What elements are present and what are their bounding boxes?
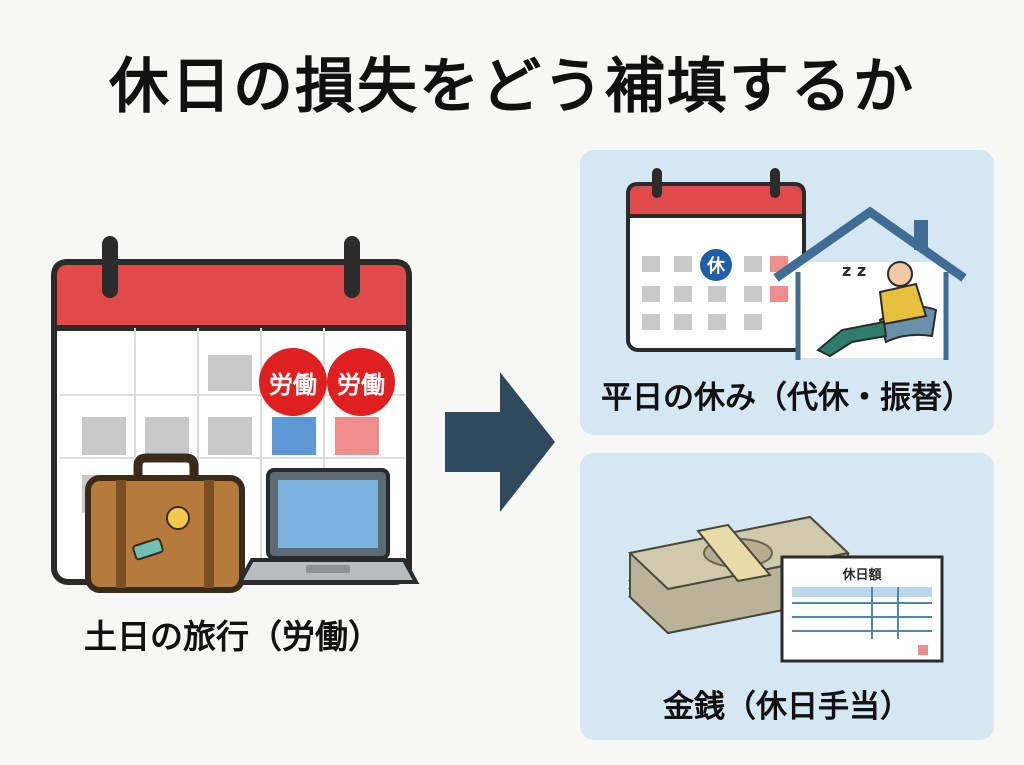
holiday-badge-label: 休 (706, 255, 726, 277)
right-arrow-icon (445, 372, 555, 512)
work-badge-1-label: 労働 (269, 371, 317, 399)
holiday-pay-form-icon: 休日額 (780, 555, 944, 663)
page-title: 休日の損失をどう補填するか (109, 52, 915, 122)
laptop-icon (236, 468, 420, 584)
form-title: 休日額 (841, 567, 881, 583)
holiday-pay-panel: 休日額 金銭（休日手当） (580, 453, 994, 740)
money-form-svg: 休日額 (627, 515, 944, 663)
work-badge-2: 労働 (327, 348, 395, 416)
holiday-badge: 休 (700, 249, 732, 281)
resting-person-icon (816, 261, 938, 358)
suitcase-icon (85, 453, 245, 593)
work-badge-2-label: 労働 (337, 371, 385, 399)
holiday-pay-label: 金銭（休日手当） (663, 689, 911, 725)
compensatory-leave-panel: 休 z z 平日の休み（代休・振替） (580, 150, 994, 435)
weekend-work-label: 土日の旅行（労働） (84, 617, 381, 656)
compensatory-leave-label: 平日の休み（代休・振替） (601, 380, 973, 416)
weekend-work-illustration: 労働 労働 (40, 230, 430, 600)
sleep-mark: z z (842, 261, 866, 280)
work-badge-1: 労働 (259, 348, 327, 416)
calendar-luggage-laptop-svg: 労働 労働 (51, 236, 420, 593)
calendar-house-rest-svg: 休 z z (626, 168, 967, 360)
